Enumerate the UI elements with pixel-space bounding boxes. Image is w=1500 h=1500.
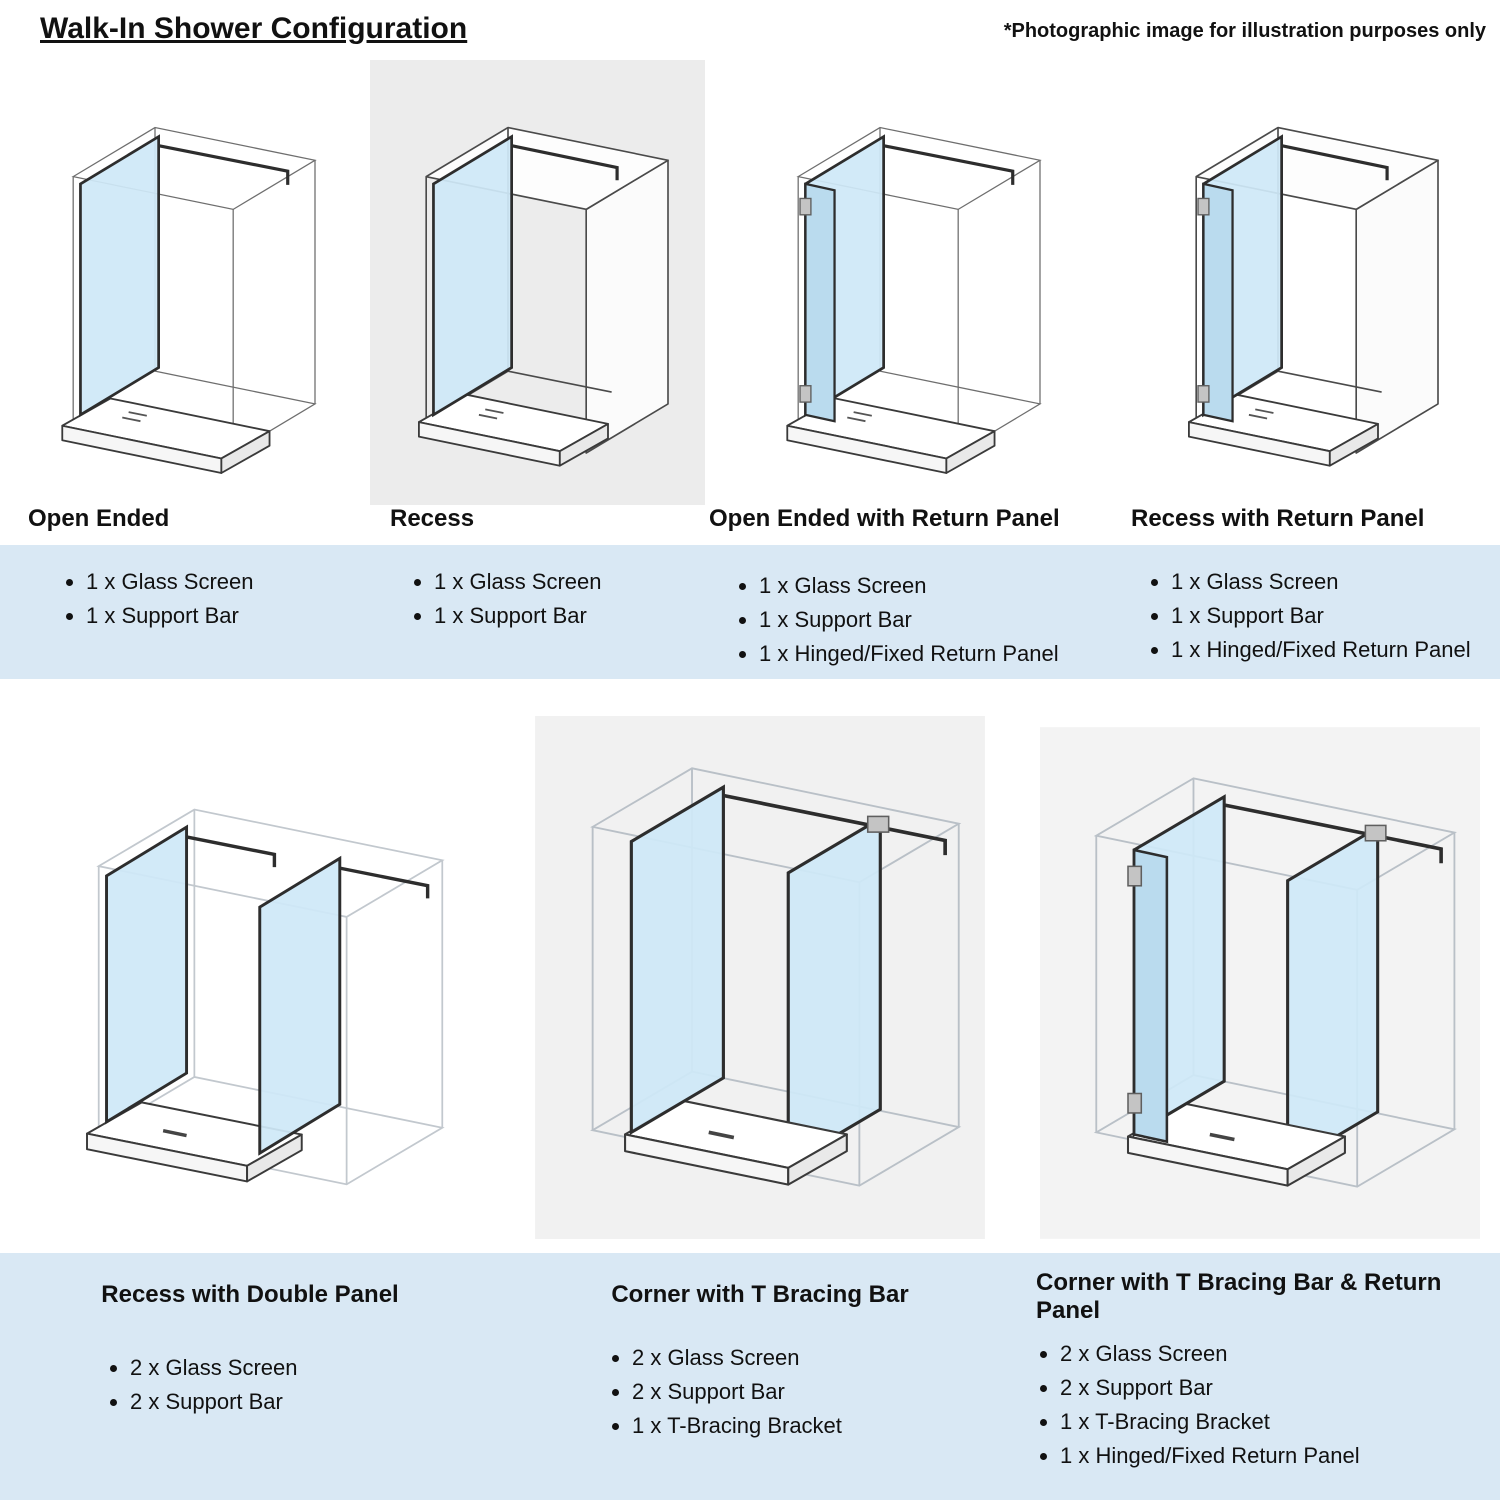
support-bar [339,866,430,899]
diagram-cell-recess-return [1115,60,1500,505]
config-block-double-panel: Recess with Double Panel 2 x Glass Scree… [0,1253,500,1500]
hinge-icon [1127,865,1143,887]
diagram-cell-corner-t-return [1020,688,1500,1253]
part-item: 2 x Glass Screen [632,1341,1020,1375]
config-title: Open Ended [28,505,170,532]
diagram-cell-open-ended-return [705,60,1115,505]
glass-screen [629,784,725,1136]
part-item: 2 x Glass Screen [1060,1337,1500,1371]
part-item: 1 x Support Bar [1171,599,1500,633]
t-bracing-bar [1223,803,1443,864]
parts-list: 1 x Glass Screen 1 x Support Bar [370,565,705,679]
return-panel [1201,181,1234,423]
parts-list: 1 x Glass Screen 1 x Support Bar 1 x Hin… [1115,565,1500,679]
diagram-cell-double-panel [0,688,500,1253]
part-item: 2 x Support Bar [130,1385,500,1419]
support-bar [883,143,1015,185]
drain-icon [1209,1132,1235,1142]
support-bar [510,143,619,180]
diagram-cell-recess [370,60,705,505]
row2-diagrams [0,688,1500,1253]
parts-list: 2 x Glass Screen 2 x Support Bar 1 x T-B… [1020,1337,1500,1473]
page-title: Walk-In Shower Configuration [40,12,468,45]
part-item: 2 x Support Bar [632,1375,1020,1409]
config-title: Recess with Double Panel [101,1281,399,1308]
config-title: Corner with T Bracing Bar [611,1281,909,1308]
config-title: Open Ended with Return Panel [709,505,1060,532]
drain-icon [1248,407,1274,419]
part-item: 1 x Hinged/Fixed Return Panel [1060,1439,1500,1473]
row2-parts-band: Recess with Double Panel 2 x Glass Scree… [0,1253,1500,1500]
part-item: 2 x Glass Screen [130,1351,500,1385]
part-item: 1 x T-Bracing Bracket [1060,1405,1500,1439]
config-block-corner-t-return: Corner with T Bracing Bar & Return Panel… [1020,1253,1500,1500]
shower-tray [86,1101,303,1183]
support-bar [158,143,290,185]
part-item: 1 x Glass Screen [759,569,1115,603]
part-item: 1 x Glass Screen [86,565,370,599]
hinge-icon [1196,384,1210,403]
recess-return-diagram [1187,126,1439,467]
config-block-corner-t: Corner with T Bracing Bar 2 x Glass Scre… [500,1253,1020,1500]
parts-list: 1 x Glass Screen 1 x Support Bar 1 x Hin… [705,569,1115,679]
illustration-note: *Photographic image for illustration pur… [1003,20,1486,42]
part-item: 1 x Hinged/Fixed Return Panel [759,637,1115,671]
part-item: 2 x Support Bar [1060,1371,1500,1405]
recess-diagram [417,126,669,467]
glass-screen [786,815,882,1167]
diagram-cell-open-ended [0,60,370,505]
t-bracing-bar [723,793,947,856]
config-title: Recess with Return Panel [1131,505,1425,532]
open-ended-return-diagram [786,126,1042,474]
parts-list: 2 x Glass Screen 2 x Support Bar [0,1351,500,1419]
shower-tray [61,397,271,474]
row1-parts-band: 1 x Glass Screen 1 x Support Bar 1 x Gla… [0,545,1500,679]
part-item: 1 x Glass Screen [434,565,705,599]
shower-tray [624,1099,848,1186]
hinge-icon [1127,1092,1143,1114]
part-item: 1 x Support Bar [86,599,370,633]
drain-icon [847,410,872,422]
drain-icon [162,1128,187,1138]
return-panel [804,181,836,423]
parts-list: 1 x Glass Screen 1 x Support Bar [0,565,370,679]
diagram-cell-corner-t [500,688,1020,1253]
part-item: 1 x Support Bar [759,603,1115,637]
shower-tray [786,397,996,474]
glass-screen [105,824,189,1125]
return-panel [1132,848,1169,1144]
drain-icon [478,407,504,419]
config-title: Recess [390,505,475,532]
shower-tray [1187,393,1379,467]
support-bar [1280,143,1389,180]
corner-t-diagram [535,716,985,1239]
open-ended-diagram [61,126,317,474]
shower-tray [1126,1102,1346,1187]
glass-screen [1286,824,1380,1168]
hinge-icon [799,384,812,403]
part-item: 1 x T-Bracing Bracket [632,1409,1020,1443]
row1-diagrams [0,60,1500,505]
row1-titles: Open Ended Recess Open Ended with Return… [0,505,1500,533]
header: Walk-In Shower Configuration *Photograph… [40,12,1486,46]
hinge-icon [799,197,812,216]
part-item: 1 x Glass Screen [1171,565,1500,599]
drain-icon [708,1130,735,1140]
t-bracing-bracket [866,815,890,833]
support-bar [186,835,277,868]
glass-screen [258,855,342,1156]
glass-screen [431,133,513,417]
corner-t-return-diagram [1040,727,1480,1239]
part-item: 1 x Support Bar [434,599,705,633]
drain-icon [122,410,147,422]
hinge-icon [1196,197,1210,216]
parts-list: 2 x Glass Screen 2 x Support Bar 1 x T-B… [500,1341,1020,1443]
part-item: 1 x Hinged/Fixed Return Panel [1171,633,1500,667]
shower-tray [417,393,609,467]
config-title: Corner with T Bracing Bar & Return Panel [1036,1269,1442,1324]
glass-screen [79,133,160,417]
double-panel-diagram [86,808,445,1186]
t-bracing-bracket [1364,824,1387,842]
